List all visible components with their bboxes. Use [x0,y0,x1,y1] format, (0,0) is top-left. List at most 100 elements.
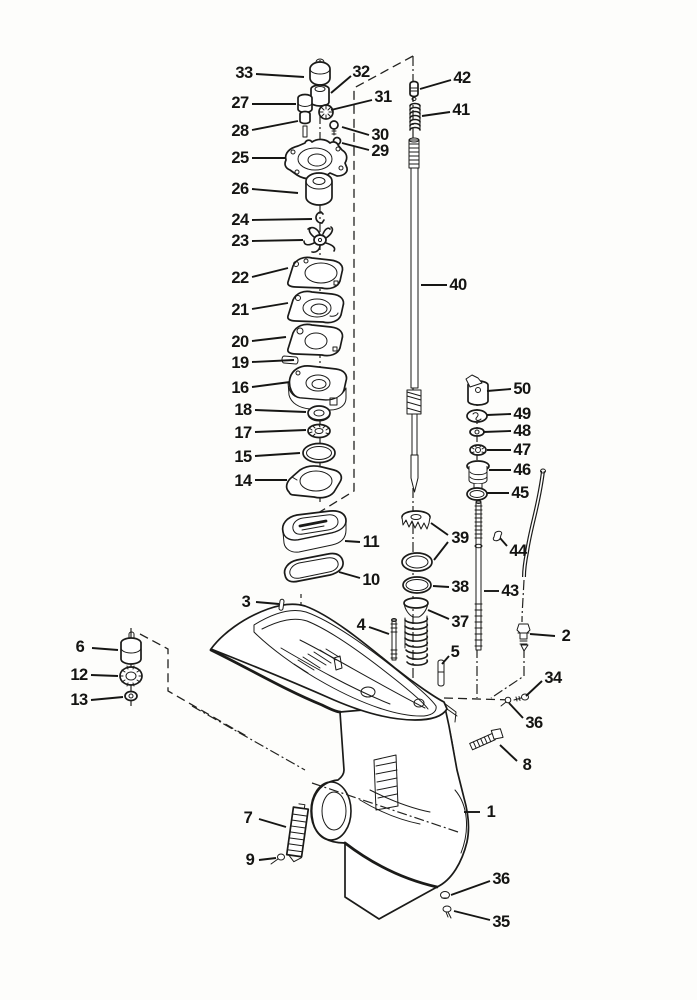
part-22-gasket [286,256,344,290]
leader-line-44 [499,537,508,547]
part-number-7: 7 [244,809,253,827]
part-label-11: 11 [344,533,380,551]
part-number-11: 11 [363,533,380,551]
part-number-4: 4 [357,616,367,634]
part-number-40: 40 [449,276,467,294]
part-number-8: 8 [523,756,532,774]
part-label-37: 37 [427,609,469,631]
part-label-26: 26 [231,180,299,198]
leader-line-38 [432,585,450,588]
part-number-46: 46 [513,461,531,479]
part-47-lock-washer [469,444,487,456]
leader-line-6 [91,647,119,651]
leader-line-17 [254,429,307,433]
part-label-42: 42 [419,69,471,90]
part-number-33: 33 [235,64,253,82]
leader-line-4 [368,626,390,635]
part-label-17: 17 [234,424,307,442]
labels-layer: 3327282526242322212019161817151432313029… [70,63,571,931]
part-label-49: 49 [486,405,531,423]
leader-line-42 [419,79,452,90]
part-label-40: 40 [421,276,467,294]
leader-line-13 [90,696,124,701]
part-number-6: 6 [76,638,85,656]
part-label-36a: 36 [508,702,543,732]
part-number-39: 39 [451,529,469,547]
part-number-19: 19 [231,354,249,372]
leader-line-50 [486,388,512,392]
bearing-carrier-parts [119,631,143,702]
leader-line-7 [258,818,287,828]
part-label-39: 39 [430,522,469,561]
part-43-shift-shaft [474,500,483,651]
leader-line-19 [251,359,295,363]
leader-line-22 [251,267,289,278]
part-number-43: 43 [501,582,519,600]
part-label-1: 1 [464,803,496,821]
part-37-water-tube-seal-spring [403,597,429,666]
part-label-28: 28 [231,120,299,140]
part-number-22: 22 [231,269,249,287]
part-36-nut-lower [440,891,450,899]
part-label-30: 30 [341,126,389,144]
anode-parts [270,803,310,865]
part-number-37: 37 [451,613,469,631]
part-number-23: 23 [231,232,249,250]
part-18-washer [307,405,331,422]
part-number-3: 3 [242,593,251,611]
part-label-50: 50 [486,380,531,398]
leader-line-31 [330,99,373,111]
part-number-10: 10 [362,571,380,589]
part-number-32: 32 [352,63,370,81]
part-number-14: 14 [234,472,253,490]
leader-line-35 [453,910,491,921]
part-9-screw [270,853,285,865]
part-number-2: 2 [562,627,571,645]
leader-line-29 [341,142,370,151]
part-label-14: 14 [234,472,287,490]
part-label-44: 44 [499,537,528,560]
part-label-32: 32 [330,63,370,94]
part-label-19: 19 [231,354,295,372]
leader-line-37 [427,609,450,620]
leader-line-30 [341,126,370,136]
part-42-anode-pin [409,80,419,101]
part-number-41: 41 [452,101,470,119]
leader-line-16 [251,381,291,388]
part-number-26: 26 [231,180,249,198]
part-31-star-washer [318,104,334,120]
leader-line-36a [508,702,524,719]
part-number-18: 18 [234,401,252,419]
intake-grate-hatching [293,648,340,674]
part-label-31: 31 [330,88,392,111]
part-39-pinion-gear-and-race [401,510,433,572]
cover-parts [278,510,347,611]
part-45-o-ring [466,487,488,501]
leader-line-39 [430,522,449,536]
part-label-41: 41 [421,101,470,119]
part-number-47: 47 [513,441,531,459]
leader-line-5 [441,655,450,665]
part-number-21: 21 [231,301,249,319]
leader-line-49 [486,413,512,416]
part-number-20: 20 [231,333,249,351]
part-28-pin-bushing [299,110,311,138]
part-13-washer [124,690,138,702]
leader-line-8 [499,744,518,762]
part-26-grommet [305,172,333,206]
part-40-driveshaft [406,137,422,493]
part-label-16: 16 [231,379,291,397]
part-label-36b: 36 [450,870,510,896]
part-number-50: 50 [513,380,531,398]
leader-line-11 [344,540,361,543]
part-5-dowel-pin [437,659,445,687]
part-number-17: 17 [234,424,252,442]
part-label-20: 20 [231,333,287,351]
part-24-clip [315,211,325,224]
shift-shaft-parts [465,374,503,651]
leader-line-10 [338,571,361,579]
part-label-45: 45 [487,484,529,502]
part-27-plug [297,93,313,114]
part-36-screw-upper [500,696,512,707]
